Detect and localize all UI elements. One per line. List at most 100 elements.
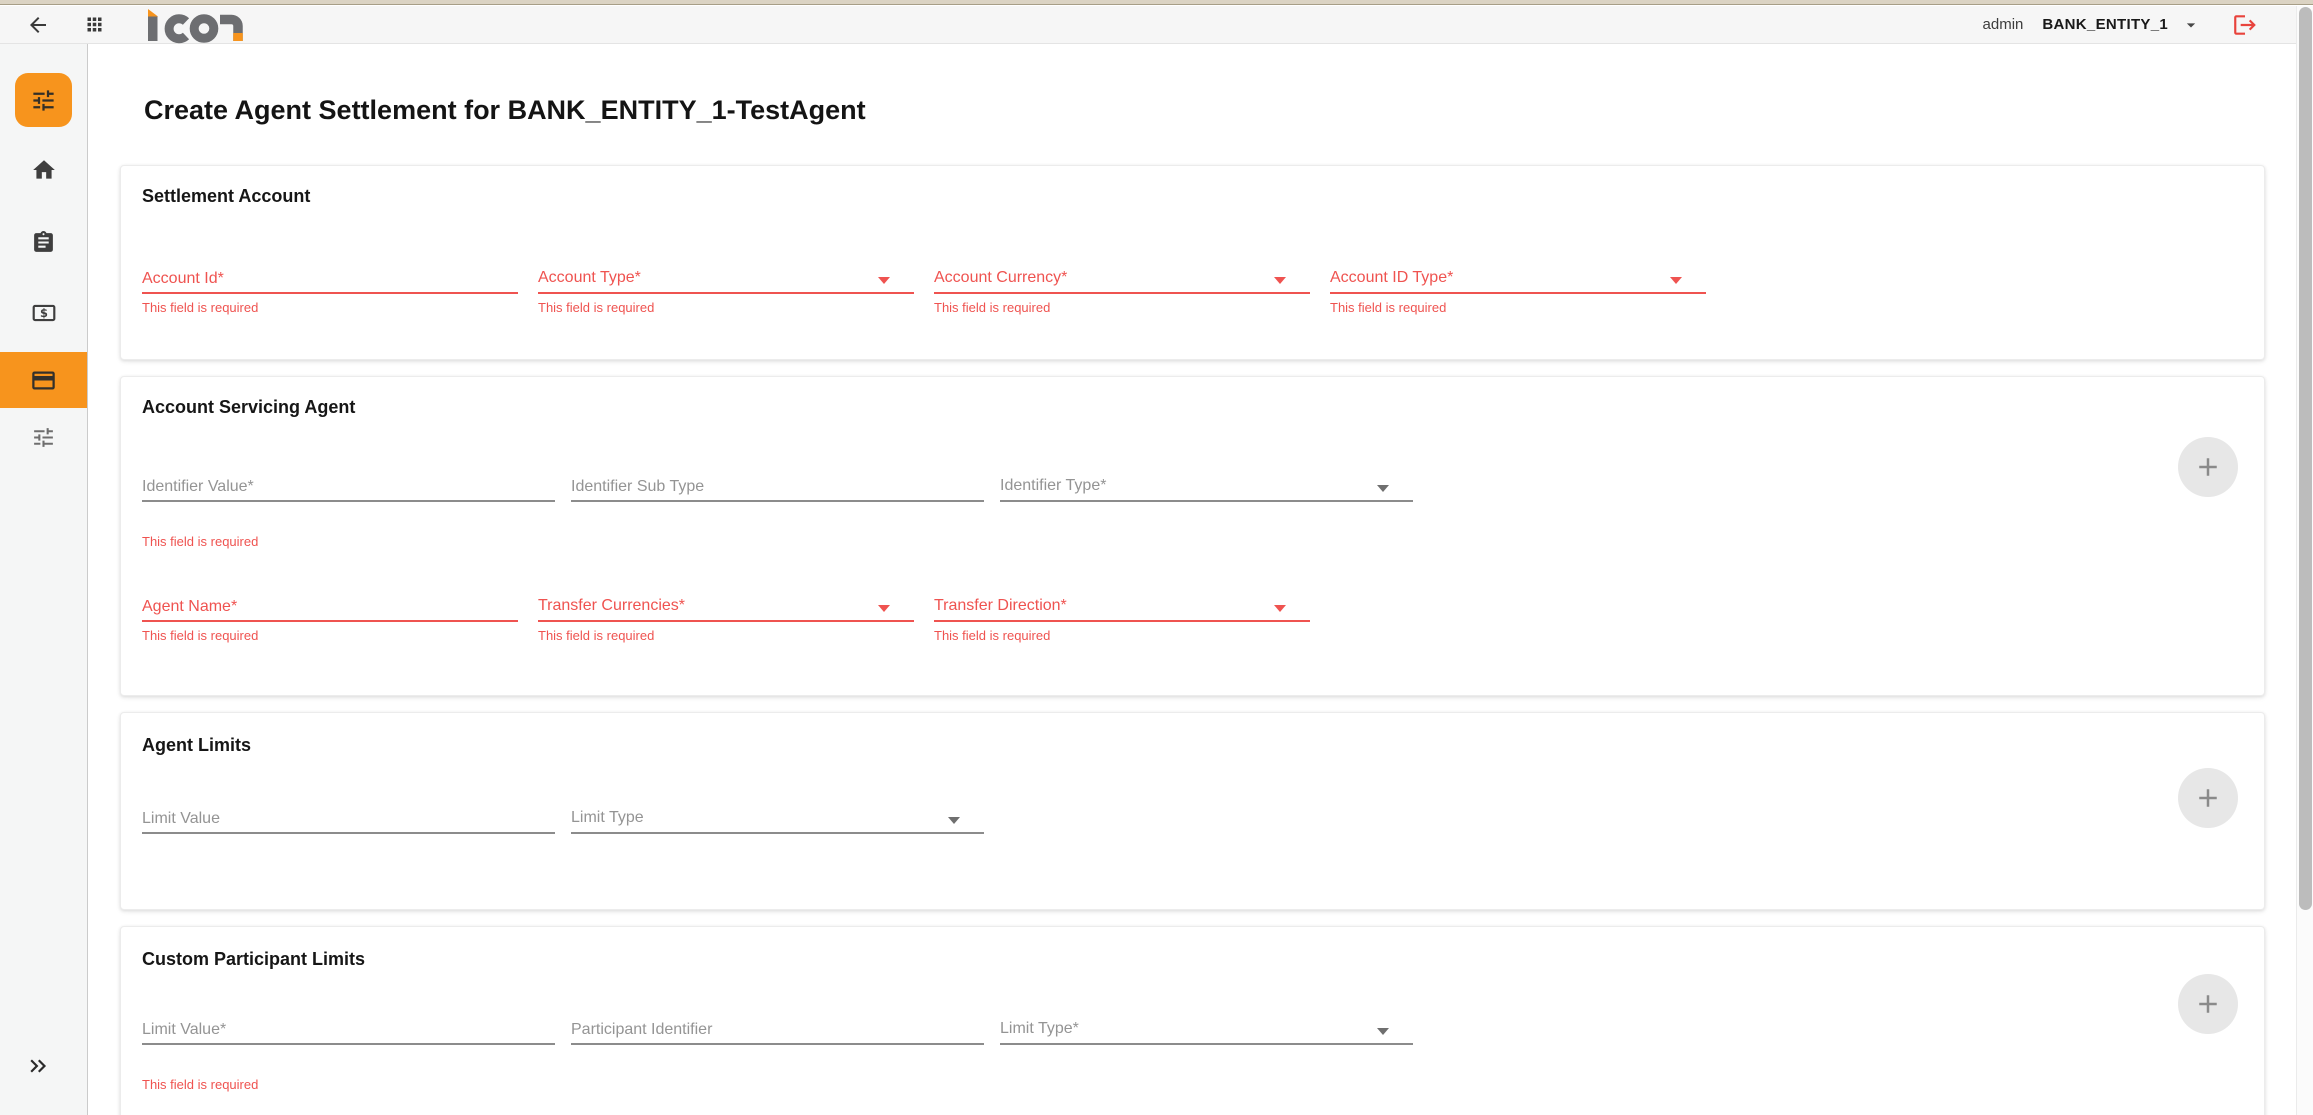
custom-participant-limits-card: Custom Participant Limits This field is …: [120, 926, 2265, 1115]
transfer-currencies-select[interactable]: Transfer Currencies*: [538, 593, 914, 622]
plus-icon: [2193, 989, 2223, 1019]
add-agent-limit-button[interactable]: [2178, 768, 2238, 828]
select-placeholder: Limit Type: [571, 809, 644, 826]
agent-limits-fields-row: Limit Type: [142, 805, 2240, 834]
account-currency-field: Account Currency* This field is required: [934, 265, 1310, 315]
select-caret-icon: [878, 277, 890, 284]
window-top-strip: [0, 0, 2313, 5]
sidebar-item-configuration[interactable]: [0, 423, 87, 451]
sidebar-item-settings[interactable]: [15, 73, 72, 127]
limit-value-field: [142, 805, 555, 834]
section-title: Account Servicing Agent: [142, 397, 356, 417]
servicing-agent-row-1: This field is required Identifier Type*: [142, 473, 2240, 549]
limit-type-field: Limit Type: [571, 805, 984, 834]
home-icon: [31, 157, 57, 183]
transfer-direction-field: Transfer Direction* This field is requir…: [934, 593, 1310, 643]
participant-limit-type-field: Limit Type*: [1000, 1016, 1413, 1092]
agent-name-field: This field is required: [142, 593, 518, 643]
account-id-field: This field is required: [142, 265, 518, 315]
page-title: Create Agent Settlement for BANK_ENTITY_…: [144, 95, 866, 125]
clipboard-icon: [31, 230, 56, 255]
participant-limit-type-select[interactable]: Limit Type*: [1000, 1016, 1413, 1045]
participant-identifier-field: [571, 1016, 984, 1092]
participant-limit-value-error: This field is required: [142, 1077, 259, 1092]
apps-grid-icon: [84, 14, 105, 35]
select-placeholder: Account Type*: [538, 269, 641, 286]
select-caret-icon: [1274, 605, 1286, 612]
participant-limit-value-field: This field is required: [142, 1016, 555, 1092]
scrollbar-thumb[interactable]: [2299, 7, 2312, 910]
sidebar-item-settlement-accounts-active[interactable]: [0, 352, 87, 408]
sidebar-item-transactions[interactable]: $: [0, 299, 87, 327]
topbar-right: admin BANK_ENTITY_1: [1983, 12, 2313, 38]
select-placeholder: Account Currency*: [934, 269, 1068, 286]
svg-text:$: $: [40, 306, 48, 320]
account-id-type-select[interactable]: Account ID Type*: [1330, 265, 1706, 294]
transfer-currencies-field: Transfer Currencies* This field is requi…: [538, 593, 914, 643]
sidebar: $: [0, 44, 88, 1115]
identifier-value-input[interactable]: [142, 473, 555, 502]
tune-sliders-icon: [31, 425, 56, 450]
account-currency-error: This field is required: [934, 300, 1051, 315]
account-type-error: This field is required: [538, 300, 655, 315]
select-placeholder: Limit Type*: [1000, 1020, 1079, 1037]
limit-value-input[interactable]: [142, 805, 555, 834]
select-placeholder: Transfer Currencies*: [538, 597, 686, 614]
identifier-type-select[interactable]: Identifier Type*: [1000, 473, 1413, 502]
tune-sliders-icon: [30, 87, 57, 114]
icon-logo[interactable]: [145, 6, 263, 44]
participant-identifier-input[interactable]: [571, 1016, 984, 1045]
account-type-field: Account Type* This field is required: [538, 265, 914, 315]
select-caret-icon: [1670, 277, 1682, 284]
topbar: admin BANK_ENTITY_1: [0, 6, 2313, 44]
sidebar-expand-button[interactable]: [0, 1053, 87, 1079]
select-caret-icon: [1274, 277, 1286, 284]
logout-icon: [2232, 12, 2258, 38]
add-servicing-agent-button[interactable]: [2178, 437, 2238, 497]
settlement-account-fields-row: This field is required Account Type* Thi…: [142, 265, 2240, 315]
entity-label: BANK_ENTITY_1: [2042, 16, 2168, 33]
transfer-direction-select[interactable]: Transfer Direction*: [934, 593, 1310, 622]
section-title: Agent Limits: [142, 735, 252, 755]
limit-type-select[interactable]: Limit Type: [571, 805, 984, 834]
sidebar-item-home[interactable]: [0, 156, 87, 184]
banknote-dollar-icon: $: [31, 300, 57, 326]
account-currency-select[interactable]: Account Currency*: [934, 265, 1310, 294]
apps-grid-button[interactable]: [84, 14, 105, 35]
select-caret-icon: [948, 817, 960, 824]
participant-limit-value-input[interactable]: [142, 1016, 555, 1045]
credit-card-icon: [30, 367, 57, 394]
account-id-input[interactable]: [142, 265, 518, 294]
account-id-type-field: Account ID Type* This field is required: [1330, 265, 1706, 315]
select-placeholder: Transfer Direction*: [934, 597, 1067, 614]
servicing-agent-row-2: This field is required Transfer Currenci…: [142, 593, 2240, 643]
account-id-error: This field is required: [142, 300, 259, 315]
select-caret-icon: [878, 605, 890, 612]
back-button[interactable]: [26, 13, 50, 37]
identifier-sub-type-input[interactable]: [571, 473, 984, 502]
double-chevron-right-icon: [25, 1053, 51, 1079]
transfer-currencies-error: This field is required: [538, 628, 655, 643]
account-type-select[interactable]: Account Type*: [538, 265, 914, 294]
scrollbar[interactable]: [2296, 6, 2313, 1115]
arrow-back-icon: [26, 13, 50, 37]
identifier-value-field: This field is required: [142, 473, 555, 549]
identifier-type-field: Identifier Type*: [1000, 473, 1413, 549]
account-id-type-error: This field is required: [1330, 300, 1447, 315]
select-caret-icon: [1377, 485, 1389, 492]
sidebar-item-assignments[interactable]: [0, 228, 87, 256]
select-placeholder: Account ID Type*: [1330, 269, 1454, 286]
account-servicing-agent-card: Account Servicing Agent This field is re…: [120, 376, 2265, 696]
agent-name-input[interactable]: [142, 593, 518, 622]
dropdown-caret-icon: [2186, 22, 2196, 27]
agent-name-error: This field is required: [142, 628, 259, 643]
logout-button[interactable]: [2232, 12, 2258, 38]
select-caret-icon: [1377, 1028, 1389, 1035]
main-content: Create Agent Settlement for BANK_ENTITY_…: [89, 44, 2296, 1115]
identifier-value-error: This field is required: [142, 534, 259, 549]
logo-orange-wedge: [148, 8, 158, 16]
section-title: Custom Participant Limits: [142, 949, 366, 969]
entity-selector[interactable]: BANK_ENTITY_1: [2042, 15, 2201, 35]
add-participant-limit-button[interactable]: [2178, 974, 2238, 1034]
